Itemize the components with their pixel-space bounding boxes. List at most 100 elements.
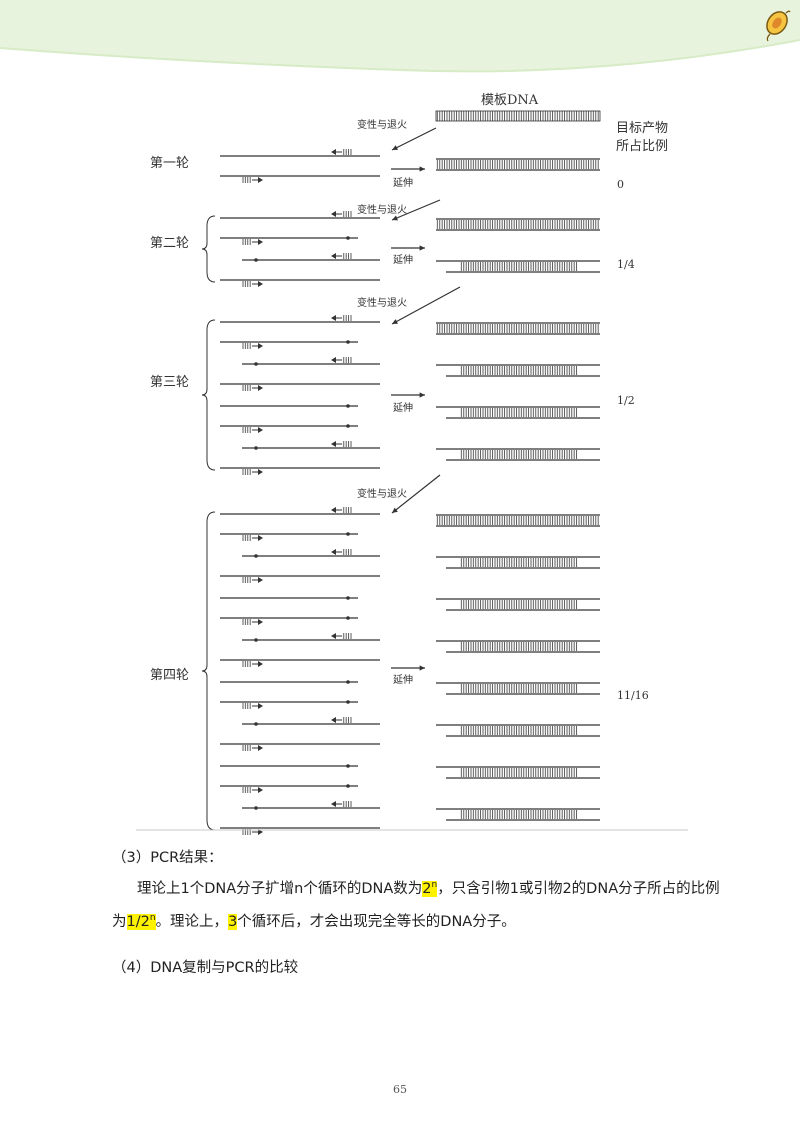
strand-end-dot [254, 806, 258, 810]
primer-arrowhead [258, 745, 263, 751]
primer-arrowhead [258, 239, 263, 245]
primer-block [242, 619, 252, 625]
primer-block [342, 149, 352, 155]
denature-arrow-4-head [392, 507, 398, 513]
strand-end-dot [254, 722, 258, 726]
round-4-brace [201, 511, 216, 831]
duplex-hatch [460, 810, 578, 819]
primer-arrowhead [258, 703, 263, 709]
duplex-hatch [460, 450, 578, 459]
primer-block [342, 357, 352, 363]
highlight-2-exponent: n [431, 880, 438, 890]
primer-arrowhead [331, 441, 336, 447]
extend-arrow-4-head [419, 665, 425, 671]
template-dna-duplex [435, 110, 601, 122]
primer-arrowhead [331, 549, 336, 555]
primer-arrowhead [331, 357, 336, 363]
primer-block [342, 315, 352, 321]
step-extend-label-2: 延伸 [393, 254, 413, 266]
highlight-2-power-n: 2n [422, 880, 438, 897]
duplex-hatch [460, 684, 578, 693]
primer-arrowhead [331, 253, 336, 259]
duplex-hatch [436, 324, 600, 333]
duplex-hatch [460, 642, 578, 651]
primer-block [242, 177, 252, 183]
primer-block [242, 535, 252, 541]
extend-arrow-1-head [419, 166, 425, 172]
round-2-ratio: 1/4 [617, 258, 635, 271]
primer-block [242, 343, 252, 349]
primer-block [342, 549, 352, 555]
p2-text-b: 。理论上， [155, 914, 229, 930]
round-1-ratio: 0 [617, 178, 624, 191]
step-extend-label-1: 延伸 [393, 177, 413, 189]
primer-block [242, 745, 252, 751]
extend-arrow-2-head [419, 245, 425, 251]
duplex-hatch [460, 600, 578, 609]
duplex-hatch [460, 408, 578, 417]
round-2-label: 第二轮 [150, 236, 189, 251]
primer-block [242, 829, 252, 835]
strand-end-dot [346, 404, 350, 408]
strand-end-dot [346, 680, 350, 684]
round-1-label: 第一轮 [150, 156, 189, 171]
p1-text-b: ，只含引物1或引物2的DNA分子所占的比例 [437, 881, 720, 897]
duplex-hatch [460, 262, 578, 271]
primer-arrowhead [258, 469, 263, 475]
p2-text-c: 个循环后，才会出现完全等长的DNA分子。 [237, 914, 516, 930]
step-denature-label-4: 变性与退火 [357, 487, 407, 500]
duplex-hatch [460, 768, 578, 777]
strand-end-dot [254, 638, 258, 642]
denature-arrow-3-head [392, 319, 398, 324]
primer-arrowhead [258, 343, 263, 349]
round-3-label: 第三轮 [150, 375, 189, 390]
step-extend-label-4: 延伸 [393, 674, 413, 686]
strand-end-dot [346, 236, 350, 240]
denature-arrow-2 [391, 199, 441, 221]
primer-arrowhead [331, 149, 336, 155]
round-3-brace [201, 319, 216, 471]
duplex-hatch [436, 160, 600, 169]
section-3-heading: （3）PCR结果： [112, 850, 223, 866]
duplex-hatch [436, 220, 600, 229]
duplex-hatch [460, 726, 578, 735]
primer-block [242, 577, 252, 583]
template-dna-label: 模板DNA [481, 93, 539, 108]
extend-arrow-3-head [419, 392, 425, 398]
primer-block [242, 703, 252, 709]
p1-text-a: 理论上1个DNA分子扩增n个循环的DNA数为 [137, 881, 423, 897]
primer-block [242, 281, 252, 287]
primer-arrowhead [331, 633, 336, 639]
strand-end-dot [346, 616, 350, 620]
primer-arrowhead [331, 315, 336, 321]
header-band [0, 0, 800, 73]
primer-block [242, 385, 252, 391]
primer-block [242, 469, 252, 475]
primer-arrowhead [331, 717, 336, 723]
primer-block [242, 239, 252, 245]
primer-arrowhead [258, 427, 263, 433]
strand-end-dot [254, 258, 258, 262]
highlight-half-base: 1/2 [126, 914, 150, 930]
primer-arrowhead [331, 507, 336, 513]
flow-arrows [201, 127, 461, 831]
denature-arrow-2-head [392, 215, 398, 221]
strand-end-dot [346, 784, 350, 788]
denature-arrow-3 [391, 286, 461, 325]
denature-arrow-1-head [392, 145, 398, 150]
denature-arrow-4 [391, 474, 441, 514]
round-2-brace [201, 215, 216, 283]
step-extend-label-3: 延伸 [393, 402, 413, 414]
ratio-header-line2: 所占比例 [616, 139, 668, 154]
primer-arrowhead [258, 385, 263, 391]
primer-arrowhead [258, 619, 263, 625]
primer-block [242, 427, 252, 433]
left-strands [220, 149, 380, 835]
section-3-paragraph-line2: 为1/2n。理论上，3个循环后，才会出现完全等长的DNA分子。 [112, 911, 516, 933]
primer-block [242, 661, 252, 667]
primer-block [342, 211, 352, 217]
strand-end-dot [346, 700, 350, 704]
primer-block [342, 801, 352, 807]
primer-arrowhead [258, 177, 263, 183]
primer-block [342, 441, 352, 447]
